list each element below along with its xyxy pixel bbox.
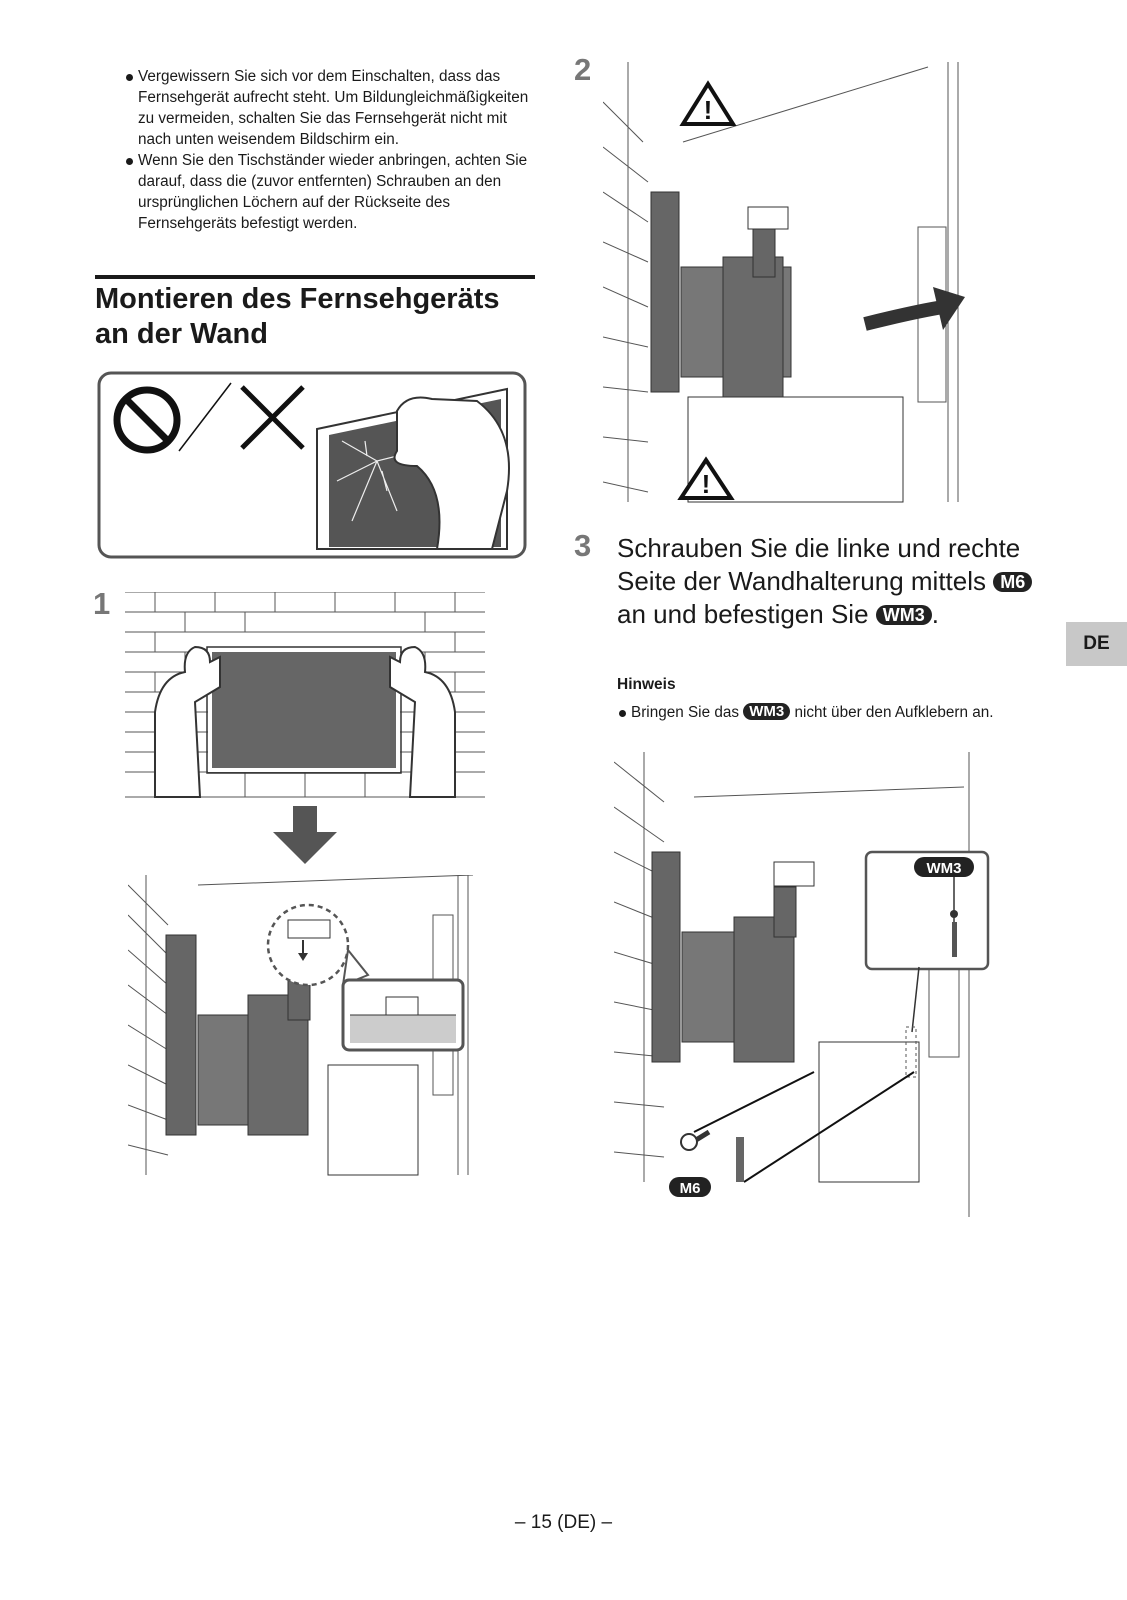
broken-tv-drawing <box>316 387 510 550</box>
wm3-badge: WM3 <box>927 860 962 877</box>
svg-text:!: ! <box>704 95 713 125</box>
warning-icon: ! <box>677 456 735 500</box>
page-footer: – 15 (DE) – <box>514 1512 613 1533</box>
wm3-detail: WM3 <box>864 850 990 971</box>
wm3-badge: WM3 <box>743 703 791 720</box>
note-heading: Hinweis <box>617 676 676 693</box>
warning-illustration <box>97 371 527 559</box>
step1-illustration-hook <box>128 875 474 1176</box>
cross-icon <box>240 385 305 450</box>
curved-arrow-icon <box>933 287 965 330</box>
note-text-part1: Bringen Sie das <box>631 704 739 721</box>
list-item: Bringen Sie das WM3 nicht über den Aufkl… <box>617 702 1037 723</box>
step2-illustration: ! ! <box>603 62 965 503</box>
list-item: Wenn Sie den Tischständer wieder anbring… <box>124 150 544 234</box>
step3-text-part2: an und befestigen Sie <box>617 599 869 629</box>
precaution-list: Vergewissern Sie sich vor dem Einschalte… <box>124 66 544 234</box>
warning-icon: ! <box>679 80 737 126</box>
section-title: Montieren des Fernsehgeräts an der Wand <box>95 283 500 350</box>
step-number: 3 <box>574 528 592 563</box>
m6-badge: M6 <box>680 1180 701 1197</box>
down-arrow-icon <box>273 806 337 864</box>
step3-instruction: Schrauben Sie die linke und rechte Seite… <box>617 532 1037 631</box>
step3-text-part3: . <box>931 599 940 629</box>
step1-illustration-lift <box>125 592 485 798</box>
step-number: 2 <box>574 52 592 87</box>
step3-illustration: WM3 M6 <box>614 752 990 1217</box>
section-rule <box>95 275 535 279</box>
screw-drawing <box>680 1129 711 1151</box>
magnifier-circle <box>266 903 350 987</box>
note-text-part2: nicht über den Aufklebern an. <box>794 704 994 721</box>
note-list: Bringen Sie das WM3 nicht über den Aufkl… <box>617 702 1037 723</box>
zoom-detail <box>341 978 465 1052</box>
prohibited-icon <box>113 386 181 454</box>
m6-badge: M6 <box>993 572 1033 592</box>
language-tab: DE <box>1066 622 1127 666</box>
wm3-badge: WM3 <box>875 605 932 625</box>
step-number: 1 <box>93 586 111 621</box>
list-item: Vergewissern Sie sich vor dem Einschalte… <box>124 66 544 150</box>
step3-text-part1: Schrauben Sie die linke und rechte Seite… <box>617 533 1021 596</box>
svg-text:!: ! <box>702 469 711 499</box>
